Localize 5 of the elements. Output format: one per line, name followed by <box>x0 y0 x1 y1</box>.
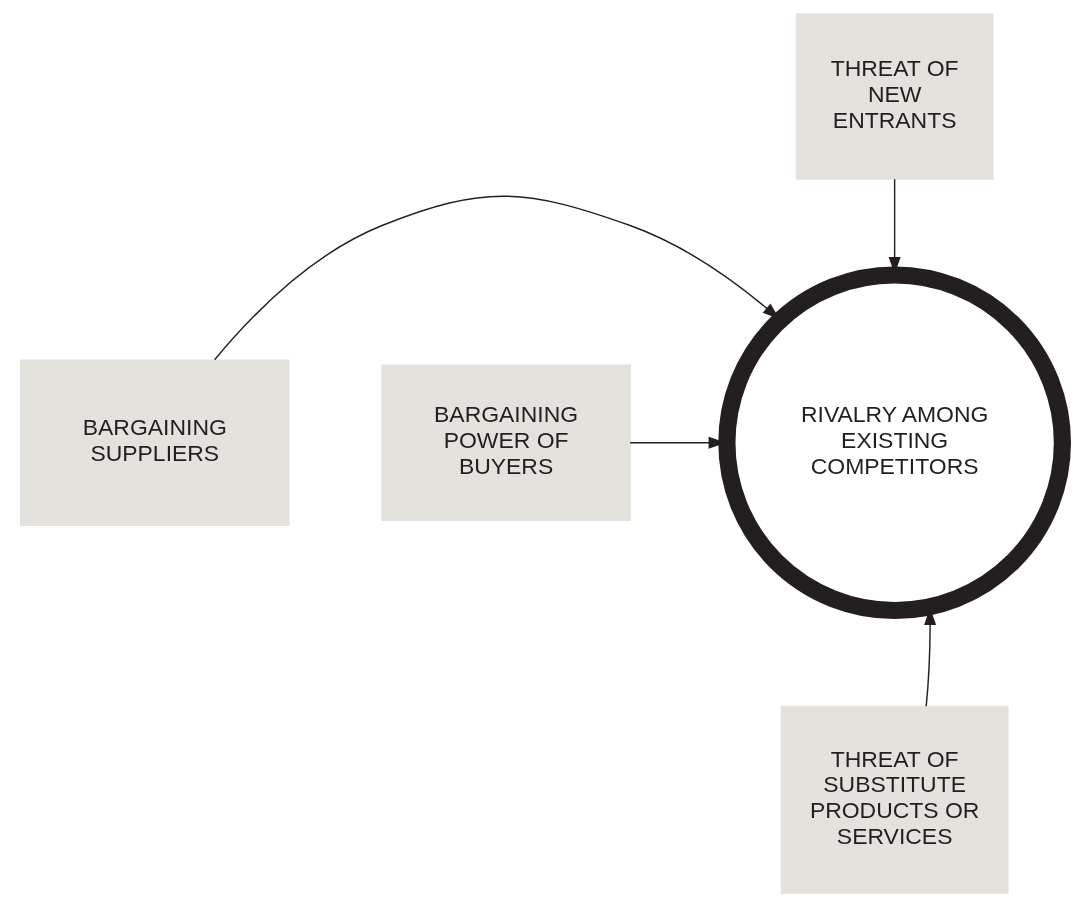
node-circle: RIVALRY AMONG EXISTING COMPETITORS <box>717 266 1071 620</box>
node-box: THREAT OF SUBSTITUTE PRODUCTS OR SERVICES <box>780 705 1009 894</box>
node-box: BARGAINING SUPPLIERS <box>19 359 290 526</box>
node-box: BARGAINING POWER OF BUYERS <box>380 364 631 521</box>
node-box: THREAT OF NEW ENTRANTS <box>795 13 994 180</box>
